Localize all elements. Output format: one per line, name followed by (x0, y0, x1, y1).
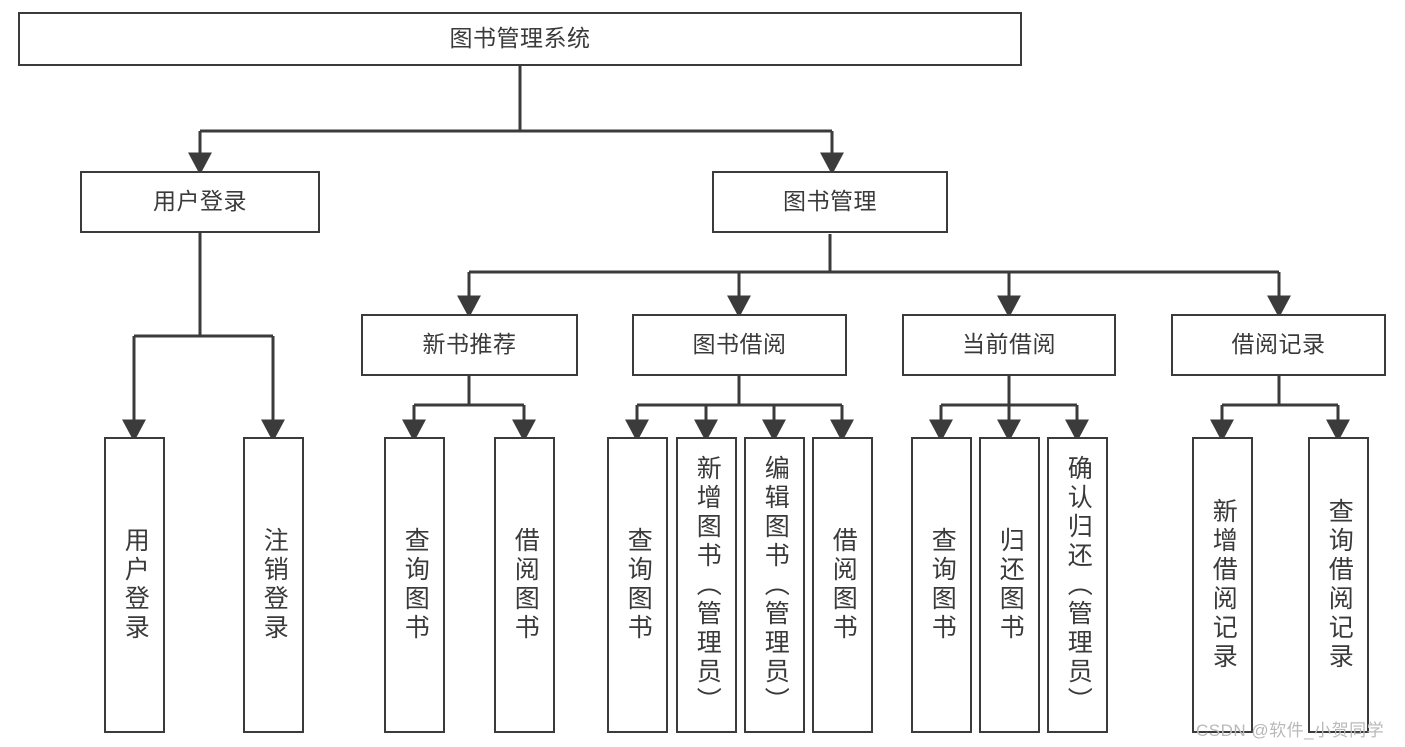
node-label: 用户登录 (153, 188, 247, 215)
node-user-login[interactable]: 用户登录 (80, 171, 320, 233)
node-borrow-record[interactable]: 借阅记录 (1171, 314, 1386, 376)
node-label: 图书管理系统 (449, 25, 591, 52)
node-book-manage[interactable]: 图书管理 (712, 171, 948, 233)
node-label: 查询图书 (401, 527, 430, 643)
leaf-add-borrow-record[interactable]: 新增借阅记录 (1192, 437, 1253, 733)
node-label: 查询图书 (928, 527, 957, 643)
node-label: 查询图书 (624, 527, 653, 643)
leaf-query-book-3[interactable]: 查询图书 (911, 437, 972, 733)
node-label: 注销登录 (260, 527, 289, 643)
node-label: 借阅记录 (1231, 331, 1326, 358)
leaf-confirm-return[interactable]: 确认归还（管理员） (1047, 437, 1108, 733)
node-book-borrow[interactable]: 图书借阅 (632, 314, 847, 376)
node-label: 新增图书（管理员） (693, 454, 722, 716)
node-label: 新增借阅记录 (1209, 498, 1238, 672)
node-label: 借阅图书 (829, 527, 858, 643)
leaf-borrow-book-1[interactable]: 借阅图书 (494, 437, 555, 733)
leaf-return-book[interactable]: 归还图书 (979, 437, 1040, 733)
node-label: 图书管理 (783, 188, 877, 215)
node-label: 借阅图书 (511, 527, 540, 643)
csdn-watermark: CSDN @软件_小贺同学 (1196, 721, 1385, 740)
node-new-book-recommend[interactable]: 新书推荐 (361, 314, 578, 376)
leaf-edit-book[interactable]: 编辑图书（管理员） (744, 437, 805, 733)
node-label: 用户登录 (121, 527, 150, 643)
node-label: 查询借阅记录 (1325, 498, 1354, 672)
node-label: 图书借阅 (692, 331, 787, 358)
leaf-query-book-1[interactable]: 查询图书 (384, 437, 445, 733)
leaf-query-borrow-record[interactable]: 查询借阅记录 (1308, 437, 1369, 733)
node-root-system[interactable]: 图书管理系统 (18, 12, 1022, 66)
node-label: 当前借阅 (962, 331, 1056, 358)
node-current-borrow[interactable]: 当前借阅 (902, 314, 1116, 376)
node-label: 编辑图书（管理员） (761, 454, 790, 716)
node-label: 归还图书 (996, 527, 1025, 643)
leaf-user-login[interactable]: 用户登录 (104, 437, 165, 733)
node-label: 新书推荐 (422, 331, 517, 358)
leaf-borrow-book-2[interactable]: 借阅图书 (812, 437, 873, 733)
leaf-query-book-2[interactable]: 查询图书 (607, 437, 668, 733)
node-label: 确认归还（管理员） (1064, 454, 1093, 716)
leaf-logout-login[interactable]: 注销登录 (243, 437, 304, 733)
leaf-add-book[interactable]: 新增图书（管理员） (676, 437, 737, 733)
